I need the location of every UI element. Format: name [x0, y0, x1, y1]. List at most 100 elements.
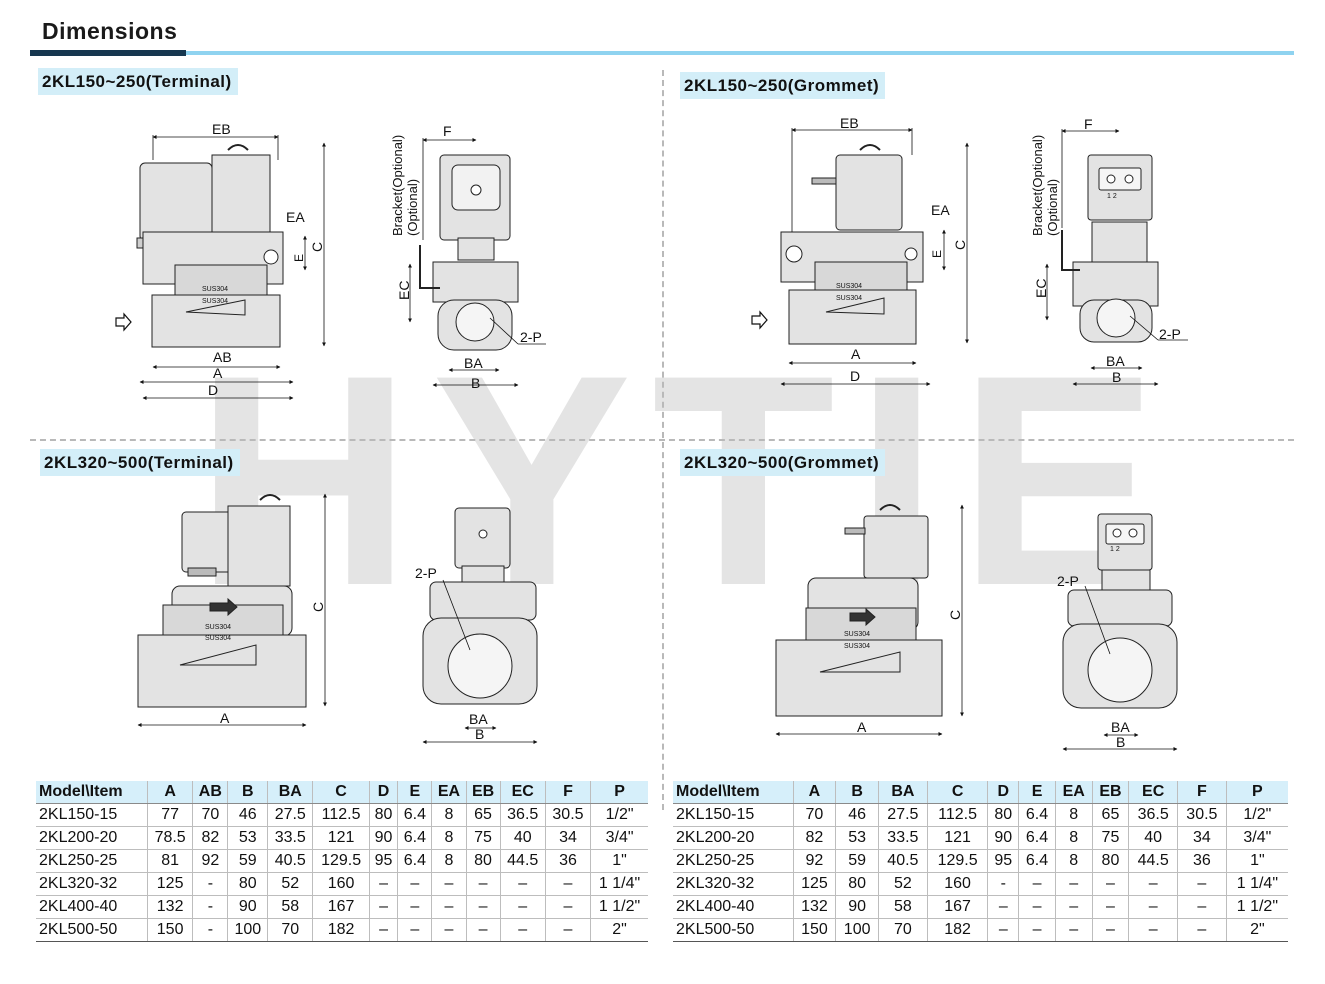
drawing-terminal-large-side: [422, 507, 538, 705]
column-header: P: [590, 781, 648, 804]
table-cell: 82: [792, 826, 836, 850]
column-header: D: [368, 781, 398, 804]
column-header: D: [987, 781, 1019, 804]
dim-label-ea: EA: [931, 202, 950, 218]
table-cell: 125: [147, 872, 193, 896]
model-cell: 2KL250-25: [36, 849, 148, 873]
table-cell: –: [397, 895, 432, 919]
table-cell: 1 1/4": [1225, 872, 1288, 896]
table-cell: –: [1091, 895, 1129, 919]
table-cell: 160: [926, 872, 988, 896]
table-cell: 8: [1054, 803, 1093, 827]
table-cell: –: [431, 895, 467, 919]
table-cell: 34: [544, 826, 591, 850]
sus-label: SUS304: [202, 286, 228, 293]
dim-label-a: A: [857, 719, 867, 735]
dim-label-f: F: [1084, 116, 1093, 132]
table-cell: 121: [312, 826, 370, 850]
table-cell: –: [1018, 918, 1056, 942]
table-cell: 30.5: [544, 803, 591, 827]
table-cell: 129.5: [312, 849, 370, 873]
table-cell: –: [1054, 872, 1093, 896]
column-header: EA: [431, 781, 467, 804]
table-cell: 27.5: [267, 803, 313, 827]
model-cell: 2KL250-25: [673, 849, 794, 873]
dim-label-ea: EA: [286, 209, 305, 225]
table-cell: 59: [835, 849, 879, 873]
pin-labels: 1 2: [1110, 546, 1120, 553]
table-cell: 100: [835, 918, 879, 942]
table-cell: 3/4": [1225, 826, 1288, 850]
column-header: C: [312, 781, 370, 804]
column-header: B: [227, 781, 268, 804]
drawing-grommet-large-front: [775, 504, 943, 717]
table-cell: 33.5: [267, 826, 313, 850]
dimension-lines: [139, 135, 326, 400]
table-cell: 77: [147, 803, 193, 827]
table-cell: 80: [1091, 849, 1129, 873]
dim-label-b: B: [1116, 734, 1125, 750]
table-cell: 40: [499, 826, 546, 850]
table-cell: –: [368, 895, 398, 919]
table-cell: –: [397, 872, 432, 896]
table-cell: 90: [368, 826, 398, 850]
table-cell: 75: [465, 826, 501, 850]
column-header: EC: [499, 781, 546, 804]
model-cell: 2KL400-40: [673, 895, 794, 919]
column-header: Model\Item: [36, 781, 148, 804]
dim-label-eb: EB: [840, 115, 859, 131]
table-cell: 80: [835, 872, 879, 896]
model-cell: 2KL500-50: [36, 918, 148, 942]
drawing-terminal-small-front: [136, 144, 284, 348]
column-header: Model\Item: [673, 781, 794, 804]
watermark-text: HYTIE: [195, 312, 1179, 648]
dim-label-c: C: [947, 610, 963, 620]
model-cell: 2KL320-32: [673, 872, 794, 896]
table-cell: 6.4: [1018, 849, 1056, 873]
table-cell: 160: [312, 872, 370, 896]
table-cell: –: [1091, 918, 1129, 942]
column-header: EC: [1128, 781, 1178, 804]
table-cell: 1": [1225, 849, 1288, 873]
table-cell: –: [397, 918, 432, 942]
table-cell: –: [368, 872, 398, 896]
table-cell: 182: [312, 918, 370, 942]
dim-label-ab: AB: [213, 349, 232, 365]
dim-label-ba: BA: [1111, 719, 1130, 735]
table-cell: –: [987, 895, 1019, 919]
section-label-terminal-large: 2KL320~500(Terminal): [40, 449, 240, 476]
table-cell: 40: [1128, 826, 1178, 850]
column-header: E: [1018, 781, 1056, 804]
table-cell: -: [192, 872, 228, 896]
column-header: B: [835, 781, 879, 804]
table-cell: 65: [465, 803, 501, 827]
table-cell: 2": [590, 918, 648, 942]
table-cell: 78.5: [147, 826, 193, 850]
column-header: C: [926, 781, 988, 804]
table-cell: 90: [835, 895, 879, 919]
dim-label-c: C: [309, 242, 325, 252]
sus-label: SUS304: [836, 283, 862, 290]
table-cell: –: [431, 872, 467, 896]
table-cell: 95: [987, 849, 1019, 873]
dim-label-a: A: [213, 365, 223, 381]
dim-label-b: B: [471, 375, 480, 391]
table-cell: 167: [926, 895, 988, 919]
table-cell: 8: [431, 803, 467, 827]
table-cell: 46: [227, 803, 268, 827]
bracket-label: Bracket(Optional): [1030, 135, 1045, 236]
table-cell: –: [465, 895, 501, 919]
dim-label-2p: 2-P: [415, 565, 437, 581]
table-cell: –: [1054, 895, 1093, 919]
model-cell: 2KL200-20: [36, 826, 148, 850]
table-cell: 80: [987, 803, 1019, 827]
table-cell: 6.4: [1018, 826, 1056, 850]
sus-label: SUS304: [836, 295, 862, 302]
